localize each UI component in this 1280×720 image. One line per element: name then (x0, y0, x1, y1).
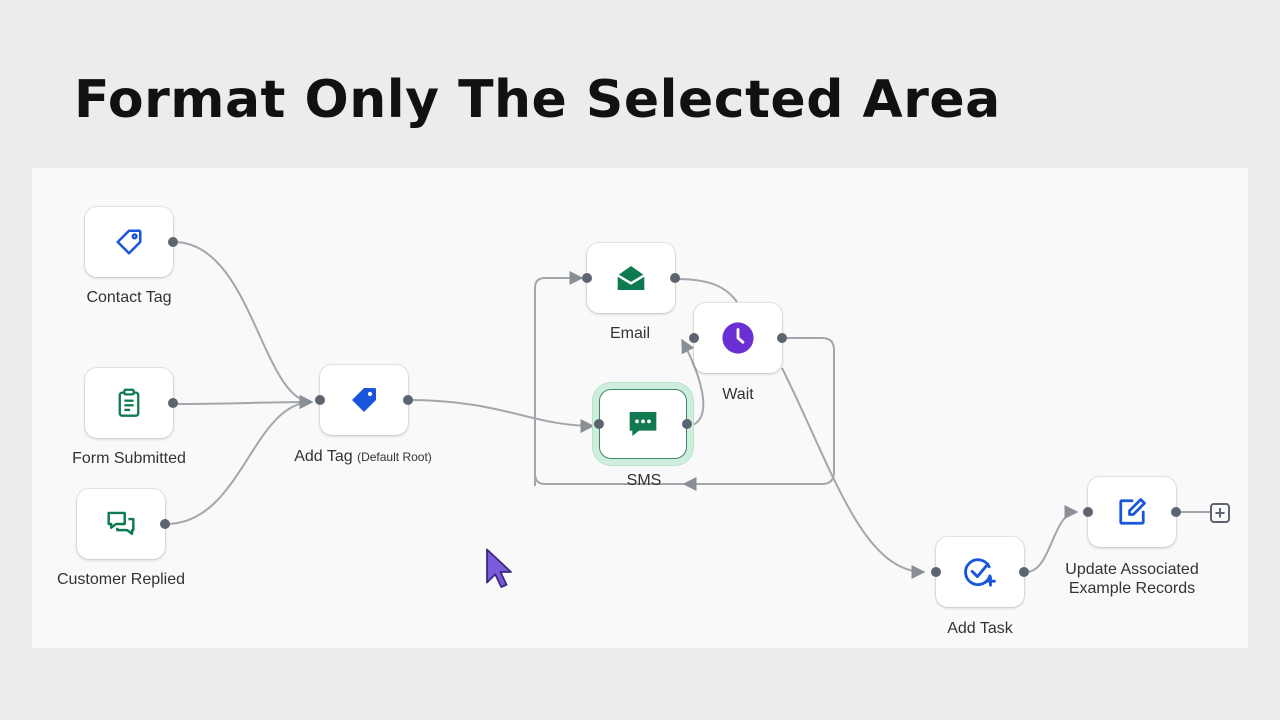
input-port[interactable] (689, 333, 699, 343)
action-email-node[interactable] (582, 243, 680, 313)
update-records-label-line1: Update Associated (1065, 561, 1199, 578)
add-tag-label: Add Tag (Default Root) (294, 448, 432, 466)
email-label: Email (609, 325, 651, 342)
input-port[interactable] (582, 273, 592, 283)
slide-title: Format Only The Selected Area (74, 70, 1001, 130)
trigger-form-submitted-node[interactable] (85, 368, 178, 438)
tag-outline-icon (116, 229, 142, 255)
add-step-button[interactable]: + (1210, 503, 1230, 523)
input-port[interactable] (315, 395, 325, 405)
connector-wait-loop-back (682, 337, 835, 491)
workflow-canvas[interactable]: Contact Tag Form Submitted Customer Repl… (32, 168, 1248, 648)
clock-icon (722, 322, 754, 354)
connector-contact-to-addtag (173, 241, 314, 409)
wait-label: Wait (722, 386, 754, 403)
action-add-task-node[interactable] (931, 537, 1029, 607)
message-icon (629, 412, 657, 436)
update-records-label-line2: Example Records (1068, 580, 1196, 597)
plus-square-icon: + (1214, 503, 1226, 523)
contact-tag-label: Contact Tag (86, 289, 172, 306)
output-port[interactable] (1171, 507, 1181, 517)
connector-sms-to-wait (681, 338, 705, 427)
add-task-label: Add Task (947, 620, 1013, 637)
envelope-icon (617, 266, 645, 290)
check-task-icon (964, 558, 996, 587)
output-port[interactable] (403, 395, 413, 405)
connector-addtag-to-sms (407, 399, 595, 433)
input-port[interactable] (931, 567, 941, 577)
output-port[interactable] (777, 333, 787, 343)
trigger-customer-replied-node[interactable] (77, 489, 170, 559)
connector-addtask-to-update (1025, 505, 1079, 573)
action-add-tag-node[interactable] (315, 365, 413, 435)
output-port[interactable] (1019, 567, 1029, 577)
add-tag-sublabel: (Default Root) (357, 450, 432, 464)
connector-loop-to-email (534, 271, 584, 486)
mouse-cursor-icon (486, 548, 512, 588)
input-port[interactable] (1083, 507, 1093, 517)
clipboard-icon (118, 388, 140, 417)
tag-filled-icon (352, 388, 376, 412)
output-port[interactable] (168, 237, 178, 247)
action-sms-node[interactable] (594, 389, 692, 459)
connector-layer (165, 241, 1210, 579)
chat-bubbles-icon (107, 511, 135, 536)
add-tag-title: Add Tag (294, 448, 353, 465)
connector-wait-to-addtask (781, 367, 926, 579)
trigger-contact-tag-node[interactable] (85, 207, 178, 277)
output-port[interactable] (682, 419, 692, 429)
connector-form-to-addtag (173, 395, 314, 410)
connector-replied-to-addtag (165, 395, 314, 525)
customer-replied-label: Customer Replied (56, 571, 186, 588)
connector-email-to-wait (675, 278, 738, 303)
sms-label: SMS (626, 472, 662, 489)
input-port[interactable] (594, 419, 604, 429)
edit-square-icon (1119, 498, 1146, 525)
output-port[interactable] (670, 273, 680, 283)
connector-loop-bottom (534, 473, 684, 485)
update-records-label: Update Associated Example Records (1065, 560, 1198, 598)
action-update-records-node[interactable] (1083, 477, 1181, 547)
action-wait-node[interactable] (689, 303, 787, 373)
output-port[interactable] (168, 398, 178, 408)
output-port[interactable] (160, 519, 170, 529)
form-submitted-label: Form Submitted (72, 450, 186, 467)
